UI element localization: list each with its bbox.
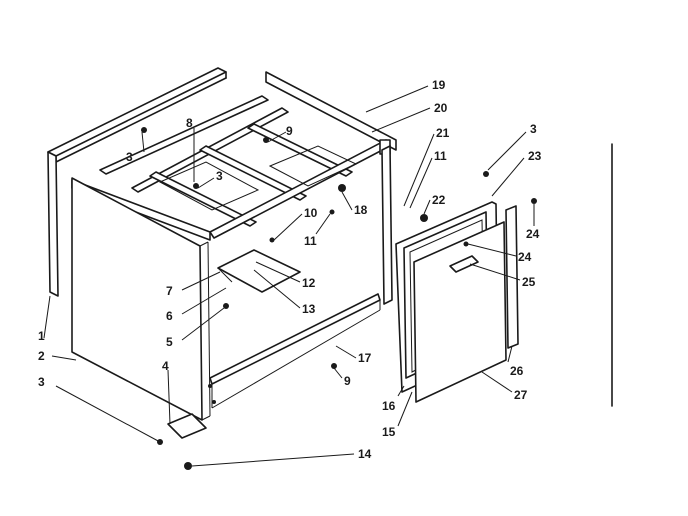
callout-21: 21 — [436, 126, 450, 140]
callout-24-lower: 24 — [518, 250, 532, 264]
callout-16: 16 — [382, 399, 396, 413]
leader-lines — [43, 85, 535, 467]
callout-12: 12 — [302, 276, 316, 290]
callout-4: 4 — [162, 359, 169, 373]
callout-27: 27 — [514, 388, 528, 402]
callout-9-top: 9 — [286, 124, 293, 138]
callout-19: 19 — [432, 78, 446, 92]
callout-3-bottom-left: 3 — [38, 375, 45, 389]
callout-9-bottom: 9 — [344, 374, 351, 388]
callout-3-top-center: 3 — [216, 169, 223, 183]
rear-top-rail — [47, 67, 227, 163]
callout-11-lower: 11 — [304, 234, 317, 248]
callout-10: 10 — [304, 206, 318, 220]
support-bracket — [217, 249, 301, 293]
left-rear-post — [47, 151, 59, 297]
callout-labels: 19 20 21 3 23 11 8 9 3 3 18 22 10 11 24 … — [38, 78, 542, 461]
callout-8: 8 — [186, 116, 193, 130]
top-frame — [71, 71, 397, 241]
callout-15: 15 — [382, 425, 396, 439]
callout-13: 13 — [302, 302, 316, 316]
callout-5: 5 — [166, 335, 173, 349]
callout-18: 18 — [354, 203, 368, 217]
fasteners — [141, 127, 537, 445]
bottom-rail — [209, 293, 381, 409]
callout-7: 7 — [166, 284, 173, 298]
callout-6: 6 — [166, 309, 173, 323]
callout-17: 17 — [358, 351, 372, 365]
callout-14: 14 — [358, 447, 372, 461]
callout-2: 2 — [38, 349, 45, 363]
callout-1: 1 — [38, 329, 45, 343]
door-panel — [413, 221, 507, 403]
callout-20: 20 — [434, 101, 448, 115]
right-rear-post — [381, 145, 393, 305]
callout-3-right: 3 — [530, 122, 537, 136]
callout-11-upper: 11 — [434, 149, 447, 163]
callout-3-top-left: 3 — [126, 150, 133, 164]
left-side-panel — [71, 177, 211, 421]
leveling-foot — [167, 413, 207, 470]
callout-26: 26 — [510, 364, 524, 378]
callout-24-upper: 24 — [526, 227, 540, 241]
callout-22: 22 — [432, 193, 446, 207]
callout-25: 25 — [522, 275, 536, 289]
callout-23: 23 — [528, 149, 542, 163]
